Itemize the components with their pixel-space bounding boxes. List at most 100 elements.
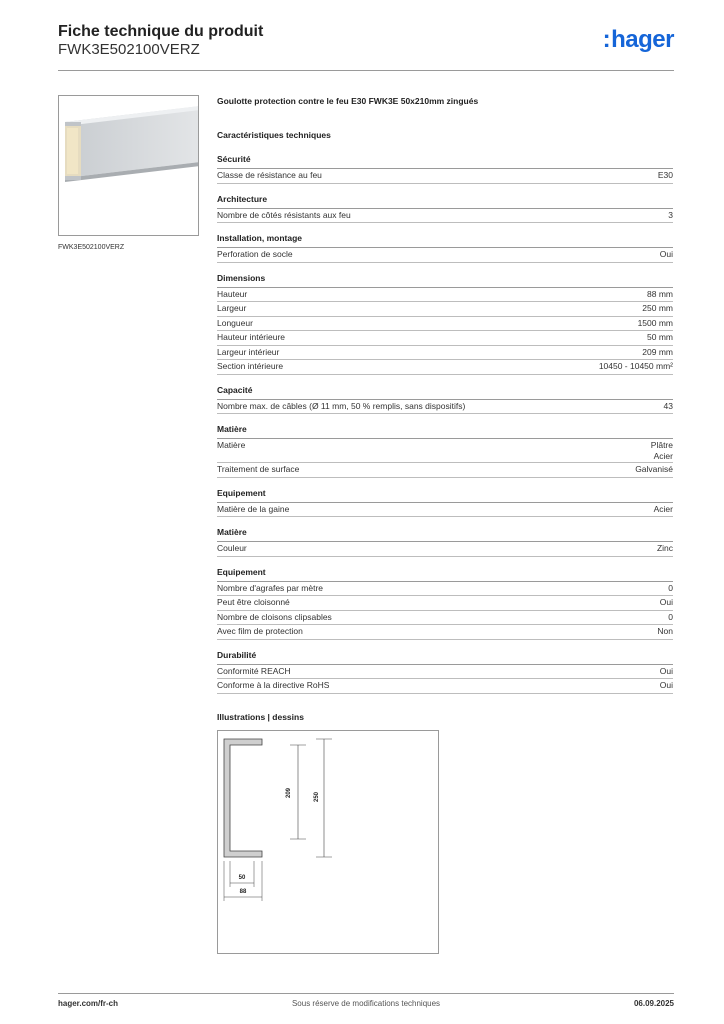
illustrations-title: Illustrations | dessins	[217, 712, 304, 722]
spec-value: 209 mm	[642, 346, 673, 360]
spec-value-line: E30	[657, 170, 673, 180]
spec-label: Longueur	[217, 317, 253, 328]
spec-label: Largeur intérieur	[217, 346, 280, 357]
spec-value-line: Oui	[659, 597, 673, 607]
dim-88-label: 88	[240, 889, 247, 895]
spec-value-line: Non	[657, 626, 673, 636]
specifications: Goulotte protection contre le feu E30 FW…	[217, 96, 673, 694]
spec-value-line: 1500 mm	[637, 317, 673, 328]
document-title: Fiche technique du produit	[58, 23, 264, 40]
website-link[interactable]: hager.com/fr-ch	[58, 999, 119, 1008]
section-title: Sécurité	[217, 144, 673, 169]
spec-label: Avec film de protection	[217, 626, 303, 636]
spec-value: E30	[658, 169, 673, 183]
spec-row: Nombre max. de câbles (Ø 11 mm, 50 % rem…	[217, 400, 673, 414]
product-name: Goulotte protection contre le feu E30 FW…	[217, 96, 479, 106]
section-title: Dimensions	[217, 263, 673, 288]
footer-divider	[58, 993, 674, 994]
spec-value: 43	[664, 400, 673, 414]
spec-row: Nombre de cloisons clipsables 0	[217, 611, 673, 625]
spec-value: 1500 mm	[638, 317, 673, 331]
dim-209-label: 209	[286, 787, 292, 798]
spec-label: Nombre max. de câbles (Ø 11 mm, 50 % rem…	[217, 400, 466, 411]
spec-value: Acier	[654, 503, 673, 517]
spec-row: Conformité REACH Oui	[217, 665, 673, 679]
spec-label: Matière de la gaine	[217, 503, 290, 514]
technical-drawing: 209 250 50 88	[217, 730, 439, 954]
section-title: Matière	[217, 517, 673, 542]
spec-label: Conformité REACH	[217, 665, 291, 676]
spec-value-line: 0	[668, 611, 673, 622]
spec-value: Zinc	[657, 542, 673, 556]
spec-value-line: Galvanisé	[635, 464, 673, 474]
spec-value: 0	[668, 582, 673, 596]
spec-value: Oui	[660, 665, 673, 679]
spec-row: Matière de la gaine Acier	[217, 503, 673, 517]
spec-value: Non	[657, 625, 673, 639]
product-reference: FWK3E502100VERZ	[58, 41, 200, 58]
section-title: Capacité	[217, 375, 673, 400]
spec-value-line: Zinc	[656, 543, 673, 553]
spec-value-line: 0	[668, 582, 673, 593]
spec-label: Nombre d'agrafes par mètre	[217, 582, 324, 593]
spec-value: Oui	[660, 679, 673, 693]
spec-value: 0	[668, 611, 673, 625]
spec-label: Hauteur intérieure	[217, 332, 286, 342]
spec-value-line: 3	[668, 209, 673, 220]
spec-label: Perforation de socle	[217, 249, 293, 259]
spec-row: Perforation de socle Oui	[217, 248, 673, 263]
spec-value-line: Acier	[653, 503, 673, 514]
spec-label: Couleur	[217, 543, 247, 553]
spec-label: Nombre de côtés résistants aux feu	[217, 209, 351, 220]
spec-label: Classe de résistance au feu	[217, 170, 322, 180]
spec-label: Largeur	[217, 303, 247, 313]
hager-logo: :hager	[602, 26, 675, 53]
spec-row: Largeur 250 mm	[217, 302, 673, 317]
section-title: Installation, montage	[217, 223, 673, 248]
spec-value: Oui	[660, 248, 673, 262]
spec-value-line: 209 mm	[642, 346, 673, 357]
dim-250-label: 250	[314, 791, 320, 802]
spec-value-line: 43	[663, 400, 673, 411]
spec-row: Nombre d'agrafes par mètre 0	[217, 582, 673, 596]
spec-row: Conforme à la directive RoHS Oui	[217, 679, 673, 694]
spec-value-line: 88 mm	[647, 288, 673, 299]
spec-value: 50 mm	[647, 331, 673, 345]
spec-value-line: 250 mm	[642, 303, 673, 313]
section-title: Equipement	[217, 478, 673, 503]
spec-value-line: Oui	[659, 680, 673, 690]
spec-row: Couleur Zinc	[217, 542, 673, 557]
spec-label: Traitement de surface	[217, 464, 300, 474]
print-date: 06.09.2025	[633, 999, 674, 1008]
spec-row: Classe de résistance au feu E30	[217, 169, 673, 184]
spec-row: Largeur intérieur 209 mm	[217, 346, 673, 360]
spec-label: Peut être cloisonné	[217, 597, 290, 607]
spec-value-line: Oui	[659, 249, 673, 259]
section-title: Architecture	[217, 184, 673, 209]
spec-value: 88 mm	[647, 288, 673, 302]
spec-label: Conforme à la directive RoHS	[217, 680, 330, 690]
tech-specs-title: Caractéristiques techniques	[217, 130, 331, 140]
spec-row: Nombre de côtés résistants aux feu 3	[217, 209, 673, 223]
product-photo	[58, 95, 199, 236]
spec-value-line: Acier	[653, 451, 673, 461]
spec-value-line: Plâtre	[650, 440, 673, 450]
dim-50-label: 50	[239, 875, 246, 881]
spec-row: Avec film de protection Non	[217, 625, 673, 640]
spec-value-line: 50 mm	[647, 332, 673, 342]
spec-label: Nombre de cloisons clipsables	[217, 611, 332, 622]
